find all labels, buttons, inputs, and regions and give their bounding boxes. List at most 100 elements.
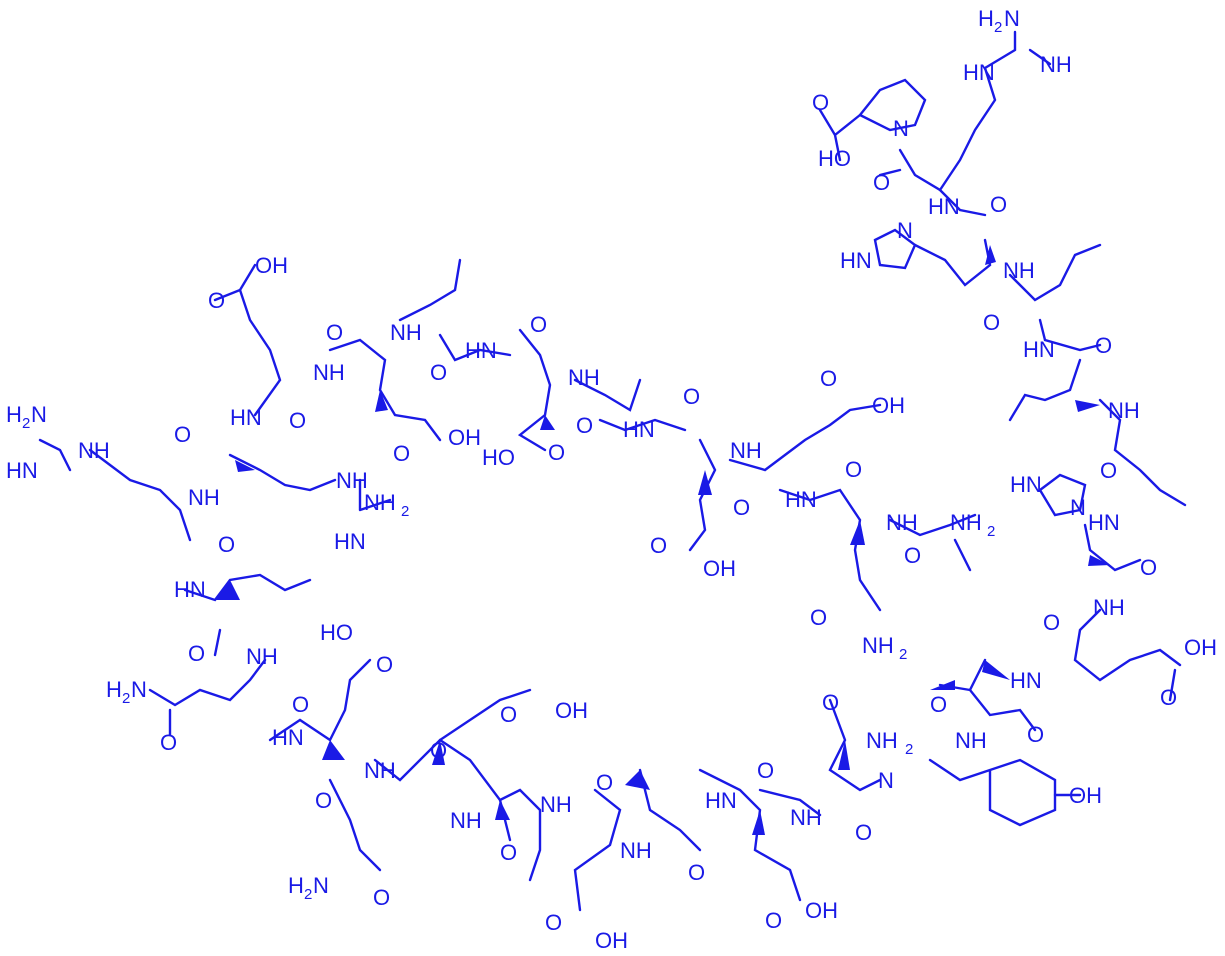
atom-o: O [822,690,839,715]
atom-nh: NH [188,485,220,510]
atom-n: N [878,768,894,793]
atom-o: O [845,457,862,482]
atom-o: O [188,641,205,666]
atom-oh: OH [448,425,481,450]
atom-ho: HO [482,445,515,470]
atom-hn: HN [1010,472,1042,497]
atom-o: O [218,532,235,557]
atom-n: N [1004,6,1020,31]
atom-n: N [313,873,329,898]
atom-hn: HN [174,577,206,602]
atom-nh: NH [1093,595,1125,620]
atom-nh: NH [390,320,422,345]
atom-nh: NH [955,728,987,753]
atom-o: O [208,288,225,313]
atom-hn: HN [1088,510,1120,535]
stereo-wedges [215,245,1110,835]
atom-oh: OH [595,928,628,953]
atom-subscript: 2 [122,690,130,707]
atom-o: O [683,384,700,409]
atom-subscript: 2 [987,523,995,540]
atom-o: O [990,192,1007,217]
atom-o: O [160,730,177,755]
atom-nh: NH [540,792,572,817]
atom-o: O [376,652,393,677]
atom-labels: H 2 N HN NH N O HO O HN O N HN NH O HN O… [6,6,1217,953]
atom-nh: NH [1003,258,1035,283]
atom-o: O [576,413,593,438]
atom-nh: NH [568,365,600,390]
atom-hn: HN [6,458,38,483]
atom-o: O [1043,610,1060,635]
atom-subscript: 2 [22,415,30,432]
atom-nh: NH [364,758,396,783]
atom-o: O [548,440,565,465]
atom-o: O [1027,722,1044,747]
atom-o: O [904,543,921,568]
atom-hn: HN [623,417,655,442]
atom-nh: NH [246,644,278,669]
atom-o: O [765,908,782,933]
atom-o: O [326,320,343,345]
atom-o: O [315,788,332,813]
atom-o: O [373,885,390,910]
atom-ho: HO [818,146,851,171]
atom-nh2: NH [364,490,396,515]
atom-o: O [530,312,547,337]
atom-hn: HN [334,529,366,554]
atom-subscript: 2 [899,646,907,663]
atom-o: O [1160,685,1177,710]
atom-subscript: 2 [304,886,312,903]
atom-hn: HN [230,405,262,430]
atom-hn: HN [963,60,995,85]
atom-hn: HN [840,248,872,273]
atom-o: O [545,910,562,935]
atom-nh2: NH [862,633,894,658]
atom-o: O [500,702,517,727]
atom-hn: HN [785,487,817,512]
atom-o: O [650,533,667,558]
atom-h2n: H [978,6,994,31]
atom-o: O [688,860,705,885]
atom-nh: NH [730,438,762,463]
atom-o: O [596,770,613,795]
atom-o: O [820,366,837,391]
atom-oh: OH [555,698,588,723]
atom-oh: OH [255,253,288,278]
atom-o: O [292,692,309,717]
atom-nh: NH [1040,52,1072,77]
atom-o: O [1095,333,1112,358]
atom-oh: OH [805,898,838,923]
atom-subscript: 2 [994,19,1002,36]
atom-oh: OH [1184,635,1217,660]
atom-nh: NH [886,510,918,535]
atom-o: O [1100,458,1117,483]
atom-o: O [930,692,947,717]
atom-nh: NH [313,360,345,385]
atom-o: O [430,738,447,763]
atom-o: O [1140,555,1157,580]
atom-o: O [733,495,750,520]
atom-o: O [174,422,191,447]
atom-n: N [131,677,147,702]
atom-o: O [393,441,410,466]
atom-o: O [812,90,829,115]
atom-hn: HN [928,194,960,219]
atom-h2n: H [6,402,22,427]
atom-nh2: NH [866,728,898,753]
atom-hn: HN [705,788,737,813]
atom-o: O [983,310,1000,335]
atom-subscript: 2 [905,741,913,758]
atom-o: O [873,170,890,195]
atom-subscript: 2 [401,503,409,520]
atom-n: N [893,116,909,141]
atom-n: N [897,218,913,243]
atom-nh: NH [336,468,368,493]
atom-nh: NH [620,838,652,863]
atom-o: O [500,840,517,865]
atom-nh: NH [1108,398,1140,423]
atom-nh2: NH [950,510,982,535]
atom-o: O [855,820,872,845]
atom-hn: HN [465,338,497,363]
atom-hn: HN [1023,337,1055,362]
